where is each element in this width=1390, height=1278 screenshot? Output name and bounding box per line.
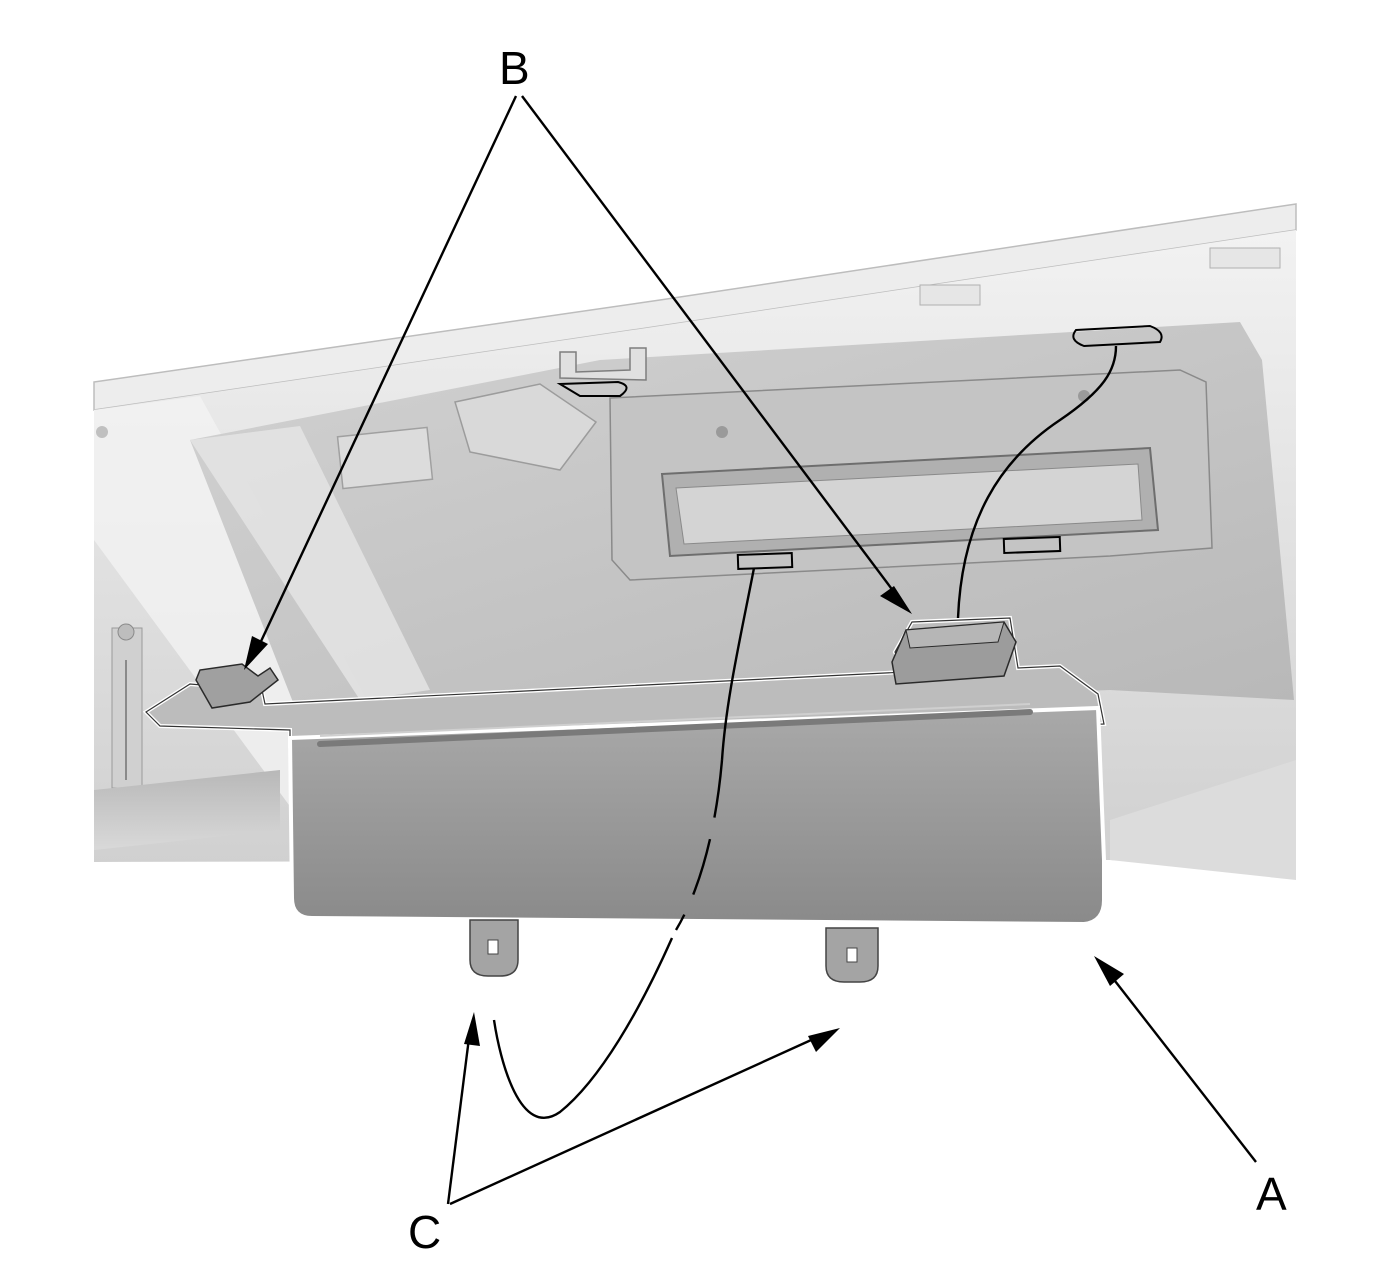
- cover-rib-highlight: [319, 703, 1031, 737]
- arrowhead-c-right: [808, 1028, 840, 1052]
- upper-clip: [559, 347, 647, 381]
- screw-hole: [1078, 390, 1090, 402]
- mounting-tab-hole: [846, 947, 858, 963]
- guide-curve-lower: [492, 937, 674, 1120]
- leader-a: [1107, 971, 1257, 1163]
- slot-outline-upper-left: [556, 380, 628, 397]
- slot-outline-lower-left: [736, 552, 794, 570]
- callout-leaders: [244, 95, 1257, 1206]
- screw-hole: [96, 426, 108, 438]
- slot-outlines: [556, 324, 1163, 570]
- guide-curve-center: [720, 567, 756, 761]
- trim-tab: [1209, 247, 1281, 269]
- slot-outline-upper-right: [1072, 324, 1163, 348]
- alignment-guides: [492, 345, 1118, 1120]
- right-hook-b-top: [905, 621, 1005, 649]
- leader-c-right: [449, 1034, 821, 1206]
- cover-front-face: [287, 705, 1106, 927]
- cover-rib: [317, 709, 1033, 747]
- arrowhead-a: [1094, 956, 1124, 986]
- glove-box-cover-part-a: [142, 615, 1107, 983]
- callout-labels: B C A: [408, 42, 1287, 1258]
- slot-outline-lower-right: [1002, 535, 1062, 555]
- arrowhead-b-left: [244, 636, 268, 670]
- left-hook-b: [195, 663, 280, 709]
- arrowhead-c-left: [464, 1012, 480, 1046]
- callout-label-a: A: [1256, 1168, 1287, 1220]
- left-latch-mechanism: [111, 623, 143, 789]
- mounting-bracket: [454, 383, 598, 471]
- arrowhead-b-right: [880, 586, 912, 614]
- bracket-connector: [336, 426, 434, 490]
- leader-b-right: [521, 95, 901, 601]
- guide-curve-right-tab: [956, 345, 1118, 619]
- leader-c-left: [446, 1029, 472, 1205]
- trim-tab: [919, 284, 981, 306]
- callout-label-b: B: [499, 42, 530, 94]
- dashboard-lower-lip-right: [1110, 760, 1296, 880]
- cavity-reflection: [190, 426, 430, 700]
- callout-label-c: C: [408, 1206, 441, 1258]
- guide-curve-dashed: [674, 759, 724, 931]
- mounting-tab-hole: [487, 939, 499, 955]
- screw-hole: [716, 426, 728, 438]
- leader-b-left: [254, 95, 518, 653]
- glovebox-opening-inner: [675, 463, 1143, 545]
- dashboard-lower-lip: [94, 770, 280, 850]
